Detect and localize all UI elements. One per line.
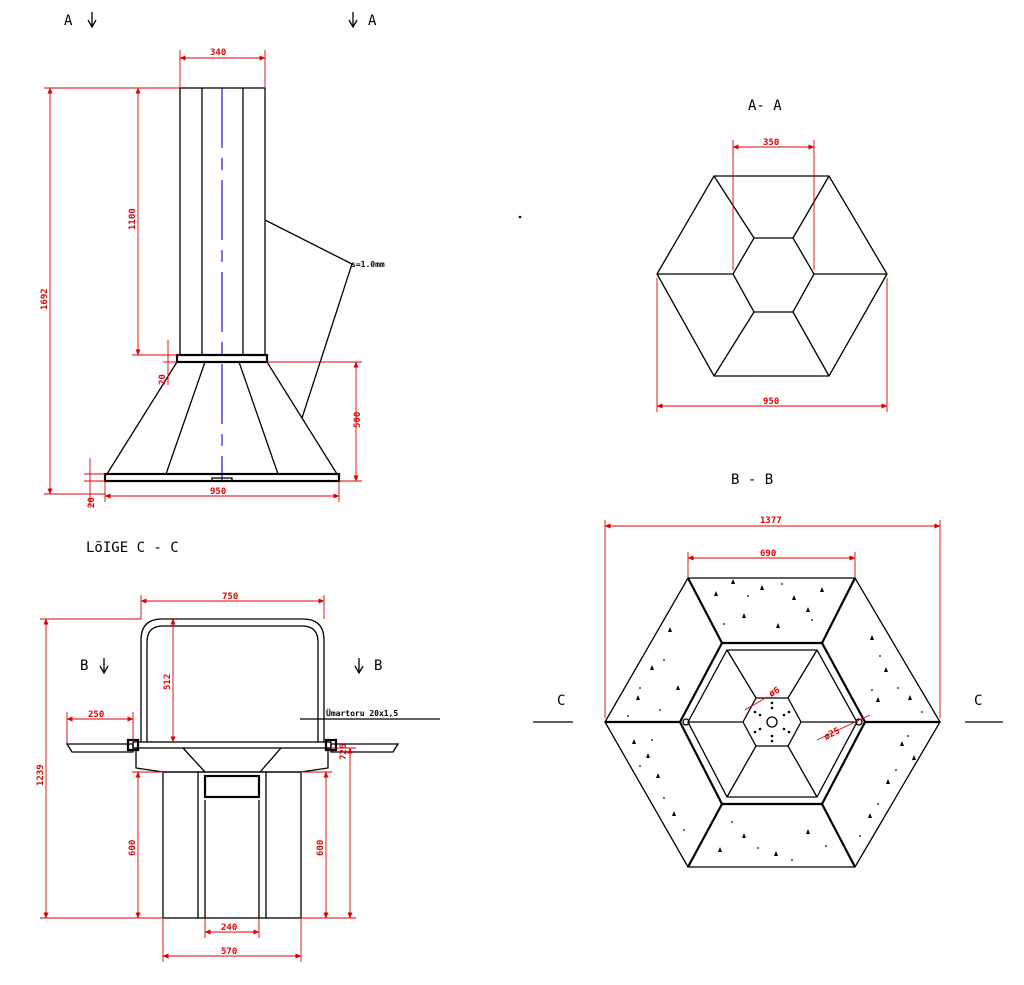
- front-view: A A s=1.0mm 340 1692: [40, 12, 385, 508]
- inner-hexagon: [732, 237, 815, 313]
- dim-750: 750: [222, 592, 238, 602]
- section-b-b: B - B C C: [533, 472, 1003, 868]
- section-mark-a-left: A: [64, 13, 73, 29]
- arrow-down-icon: [354, 658, 364, 675]
- section-a-a-title: A- A: [748, 98, 782, 114]
- dim-690: 690: [760, 549, 776, 559]
- dim-1692: 1692: [40, 288, 50, 310]
- grate-center: [742, 697, 802, 747]
- section-mark-b-left: B: [80, 658, 88, 674]
- bowl-rim: [678, 641, 867, 806]
- dim-570: 570: [221, 947, 237, 957]
- section-a-a: A- A 350 950: [518, 98, 888, 412]
- dim-1239: 1239: [36, 764, 46, 786]
- arrow-down-icon: [87, 12, 97, 29]
- dim-500: 500: [353, 412, 363, 428]
- dim-20-ring: 20: [158, 374, 168, 385]
- dim-20-base: 20: [87, 497, 97, 508]
- section-mark-c-left: C: [557, 693, 565, 709]
- arrow-down-icon: [348, 12, 358, 29]
- arrow-down-icon: [99, 658, 109, 675]
- section-mark-b-right: B: [374, 658, 382, 674]
- bowl: [135, 748, 329, 773]
- concrete-speckle: [632, 579, 916, 856]
- air-holes: [753, 701, 791, 743]
- dim-950-aa: 950: [763, 397, 779, 407]
- thickness-note: s=1.0mm: [351, 260, 385, 269]
- shelf-right: [330, 743, 400, 753]
- ring: [175, 353, 269, 364]
- dim-512: 512: [163, 674, 173, 690]
- dim-1377: 1377: [760, 516, 782, 526]
- dim-600-left: 600: [128, 840, 138, 856]
- section-c-c-title: LõIGE C - C: [86, 540, 179, 556]
- grill-top: [132, 741, 332, 749]
- tube-frame: [140, 618, 325, 742]
- ash-door: [203, 774, 261, 799]
- dim-350: 350: [763, 138, 779, 148]
- dim-240: 240: [221, 923, 237, 933]
- dim-o6: ø6: [768, 686, 782, 700]
- dim-o25: ø25: [823, 726, 842, 742]
- dim-950-front: 950: [210, 487, 226, 497]
- section-b-b-title: B - B: [731, 472, 773, 488]
- shelf-left: [65, 743, 134, 753]
- dim-726: 726: [339, 744, 349, 760]
- section-c-c: LõIGE C - C B B Ümartor: [36, 540, 440, 962]
- dim-1100: 1100: [128, 208, 138, 230]
- pipe-note: Ümartoru 20x1,5: [326, 708, 398, 718]
- dim-340: 340: [210, 48, 226, 58]
- dim-600-right: 600: [316, 840, 326, 856]
- center-hole: [766, 716, 778, 728]
- outer-hexagon: [656, 175, 888, 377]
- dim-250: 250: [88, 710, 104, 720]
- section-mark-a-right: A: [368, 13, 377, 29]
- section-mark-c-right: C: [974, 693, 982, 709]
- pedestal: [162, 771, 302, 919]
